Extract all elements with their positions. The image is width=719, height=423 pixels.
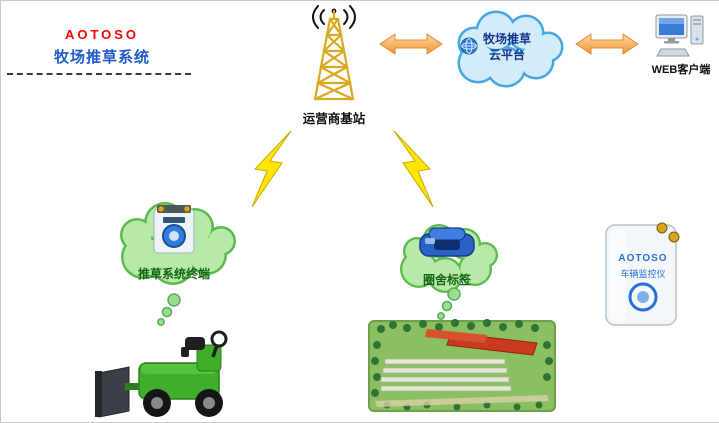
base-station-label: 运营商基站 (302, 112, 366, 126)
cloud-platform-label: 牧场推草 云平台 (482, 32, 531, 62)
header-divider (7, 73, 191, 75)
signal-waves-icon (312, 5, 356, 29)
cloud-icon (457, 10, 564, 88)
cloud-platform-node: 牧场推草 云平台 (448, 5, 566, 93)
globe-icon (460, 37, 478, 55)
thought-dots-icon (153, 293, 183, 329)
header: AOTOSO 牧场推草系统 (13, 27, 191, 67)
lightning-bolt-icon (234, 129, 304, 209)
double-arrow-icon (378, 31, 444, 57)
vehicle-monitor-brand: AOTOSO (618, 253, 668, 264)
web-client-label: WEB客户端 (651, 64, 711, 76)
pen-tag-label: 圈舍标签 (422, 273, 471, 287)
vehicle-monitor-label: 车辆监控仪 (620, 269, 666, 279)
thought-dots-icon (433, 287, 463, 323)
farm-aerial-image (367, 315, 557, 415)
page-title: 牧场推草系统 (53, 49, 150, 66)
double-arrow-icon (574, 31, 640, 57)
desktop-computer-icon (655, 13, 707, 61)
terminal-device-image (151, 203, 197, 255)
lightning-bolt-icon (381, 129, 451, 209)
terminal-label: 推草系统终端 (137, 267, 210, 281)
terminal-cloud-node: 推草系统终端 (111, 195, 237, 291)
cell-tower-icon (297, 5, 372, 105)
pen-tag-cloud-node: 圈舍标签 (393, 217, 501, 297)
vehicle-monitor-device-image: AOTOSO 车辆监控仪 (598, 215, 688, 333)
grass-pusher-vehicle-image (93, 327, 245, 419)
pen-tag-device-image (417, 226, 477, 258)
brand-text: AOTOSO (64, 27, 140, 42)
